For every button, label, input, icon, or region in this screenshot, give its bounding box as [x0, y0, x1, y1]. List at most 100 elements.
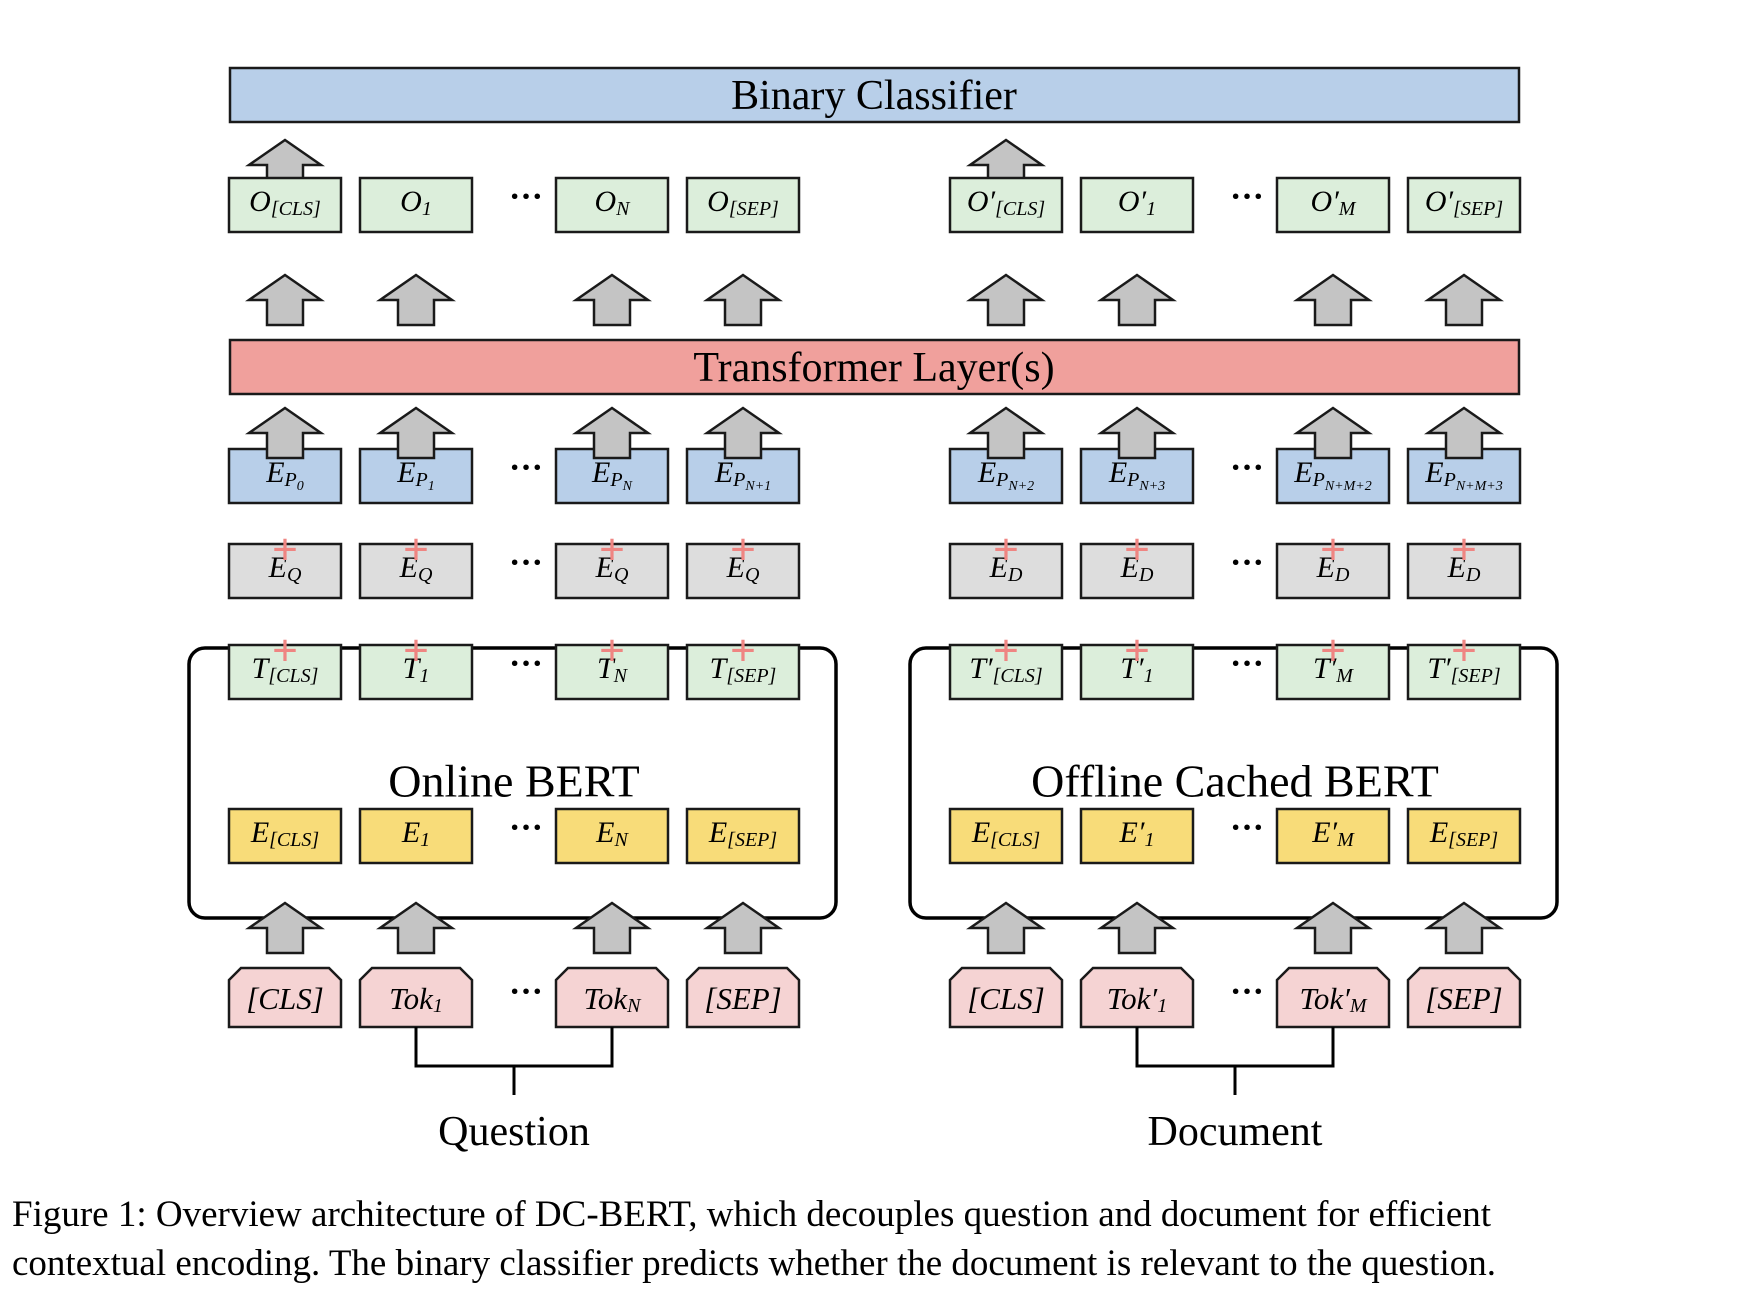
online-segment-embedding-1: EQ — [358, 542, 474, 600]
offline-arrow-transformer-to-output-3 — [1424, 273, 1504, 327]
online-input-label: Question — [438, 1109, 590, 1155]
online-segment-embedding-label-subscript: Q — [745, 564, 760, 586]
online-input-token-label: [SEP] — [704, 981, 782, 1016]
offline-position-embedding-label: EPN+M+3 — [1424, 456, 1502, 494]
offline-hidden-state-ellipsis: ··· — [1230, 646, 1264, 683]
offline-output-label: O′M — [1311, 185, 1357, 221]
online-output-label: O[CLS] — [249, 185, 321, 221]
offline-segment-embedding-1: ED — [1079, 542, 1195, 600]
online-plus-segment-hidden-2: + — [599, 625, 625, 676]
online-token-embedding-label-base: E — [401, 816, 420, 849]
online-output-1: O1 — [358, 176, 474, 234]
offline-output-label-subscript: [CLS] — [995, 198, 1045, 220]
offline-hidden-state-label-subscript: [SEP] — [1451, 665, 1501, 687]
online-input-token-label-subscript: N — [626, 995, 642, 1017]
online-token-embedding-0: E[CLS] — [227, 807, 343, 865]
online-token-embedding-label-base: E — [250, 816, 269, 849]
offline-token-embedding-3: E[SEP] — [1406, 807, 1522, 865]
online-input-token-0: [CLS] — [227, 966, 343, 1029]
online-hidden-state-2: TN — [554, 643, 670, 701]
offline-input-token-label-base: Tok′ — [1107, 981, 1159, 1016]
online-hidden-state-box — [358, 643, 474, 701]
offline-arrow-transformer-to-output-2 — [1293, 273, 1373, 327]
offline-token-embedding-ellipsis: ··· — [1230, 810, 1264, 847]
online-token-embedding-label: E[CLS] — [250, 816, 319, 852]
offline-token-embedding-label-base: E′ — [1119, 816, 1145, 849]
offline-output-box — [948, 176, 1064, 234]
online-output-label-subscript: [SEP] — [729, 198, 779, 220]
offline-position-embedding-label-sub-subscript: N+M+3 — [1455, 479, 1503, 494]
online-input-token-box — [685, 966, 801, 1029]
offline-segment-embedding-label-subscript: D — [1138, 564, 1154, 586]
offline-output-2: O′M — [1275, 176, 1391, 234]
online-output-box — [227, 176, 343, 234]
online-hidden-state-label: T[CLS] — [252, 652, 319, 688]
offline-arrow-position-to-transformer-3 — [1424, 406, 1504, 460]
online-token-embedding-label-base: E — [708, 816, 727, 849]
offline-token-embedding-label-subscript: M — [1336, 829, 1355, 851]
offline-arrow-transformer-to-output-0 — [966, 273, 1046, 327]
online-arrow-position-to-transformer-2 — [572, 406, 652, 460]
offline-plus-position-segment-2: + — [1320, 524, 1346, 575]
transformer-layers-label: Transformer Layer(s) — [693, 345, 1054, 391]
online-token-embedding-2: EN — [554, 807, 670, 865]
online-segment-embedding-label-base: E — [726, 551, 745, 584]
online-plus-position-segment-2: + — [599, 524, 625, 575]
online-output-3: O[SEP] — [685, 176, 801, 234]
online-segment-embedding-0: EQ — [227, 542, 343, 600]
online-position-embedding-label-base: E — [396, 456, 415, 489]
offline-position-embedding-label-sub-subscript: N+M+2 — [1324, 479, 1372, 494]
online-hidden-state-label-base: T — [252, 652, 271, 685]
online-hidden-state-label-base: T — [403, 652, 422, 685]
online-output-label-base: O — [707, 185, 729, 218]
offline-input-token-label: Tok′M — [1299, 981, 1367, 1018]
online-token-embedding-label: E[SEP] — [708, 816, 777, 852]
offline-token-embedding-label-subscript: [SEP] — [1448, 829, 1498, 851]
online-arrow-position-to-transformer-0 — [245, 406, 325, 460]
online-plus-segment-hidden-1: + — [403, 625, 429, 676]
offline-token-embedding-box — [1079, 807, 1195, 865]
online-input-token-label-base: [CLS] — [246, 981, 324, 1016]
online-plus-position-segment-3: + — [730, 524, 756, 575]
online-position-embedding-label: EPN+1 — [714, 456, 771, 494]
online-input-token-label-base: Tok — [584, 981, 629, 1016]
online-arrow-position-to-transformer-1 — [376, 406, 456, 460]
offline-input-token-label: Tok′1 — [1107, 981, 1167, 1018]
offline-input-bracket — [1135, 1027, 1335, 1095]
online-arrow-token-to-embedding-2 — [572, 901, 652, 955]
online-segment-embedding-3: EQ — [685, 542, 801, 600]
offline-output-label-base: O′ — [1311, 185, 1340, 218]
offline-token-embedding-label: E′M — [1311, 816, 1355, 852]
offline-token-embedding-2: E′M — [1275, 807, 1391, 865]
offline-position-embedding-0: EPN+2 — [948, 447, 1064, 505]
online-output-2: ON — [554, 176, 670, 234]
binary-classifier-label: Binary Classifier — [731, 73, 1017, 119]
offline-hidden-state-label: T′M — [1313, 652, 1354, 688]
offline-segment-embedding-label-base: E — [1120, 551, 1139, 584]
offline-hidden-state-3: T′[SEP] — [1406, 643, 1522, 701]
online-position-embedding-label: EP0 — [265, 456, 304, 494]
offline-position-embedding-label: EPN+M+2 — [1293, 456, 1371, 494]
online-hidden-state-label-subscript: 1 — [419, 665, 429, 687]
offline-hidden-state-label: T′[CLS] — [969, 652, 1042, 688]
online-output-ellipsis: ··· — [509, 179, 543, 216]
online-input-token-label-base: Tok — [389, 981, 434, 1016]
offline-input-token-1: Tok′1 — [1079, 966, 1195, 1029]
offline-token-embedding-box — [1406, 807, 1522, 865]
offline-position-embedding-label-base: E — [977, 456, 996, 489]
offline-segment-embedding-box — [1275, 542, 1391, 600]
online-output-box — [554, 176, 670, 234]
online-plus-position-segment-0: + — [272, 524, 298, 575]
online-output-label: O[SEP] — [707, 185, 779, 221]
online-hidden-state-1: T1 — [358, 643, 474, 701]
offline-position-embedding-label-subscript: P — [1312, 469, 1325, 491]
offline-segment-embedding-label-base: E — [1447, 551, 1466, 584]
online-input-bracket — [414, 1027, 614, 1095]
online-input-token-label: TokN — [584, 981, 643, 1018]
offline-position-embedding-label: EPN+3 — [1108, 456, 1165, 494]
offline-plus-segment-hidden-0: + — [993, 625, 1019, 676]
online-segment-embedding-label-base: E — [268, 551, 287, 584]
offline-output-box — [1406, 176, 1522, 234]
offline-output-label: O′1 — [1118, 185, 1156, 221]
online-position-embedding-label-sub-subscript: 1 — [428, 479, 435, 494]
